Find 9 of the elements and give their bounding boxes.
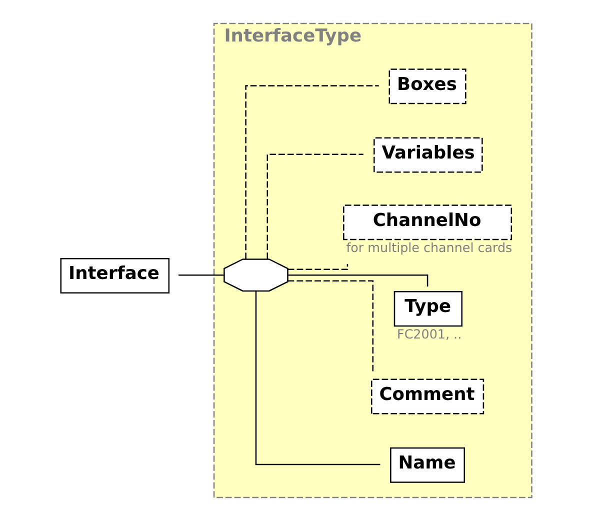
node-octagon xyxy=(224,258,288,292)
connector xyxy=(266,154,364,259)
connector xyxy=(288,280,374,373)
connector xyxy=(178,274,224,276)
connector xyxy=(245,85,379,259)
node-label: for multiple channel cards xyxy=(346,240,512,256)
node-label: FC2001, .. xyxy=(397,326,462,342)
connector xyxy=(288,264,348,270)
connector xyxy=(255,291,380,466)
